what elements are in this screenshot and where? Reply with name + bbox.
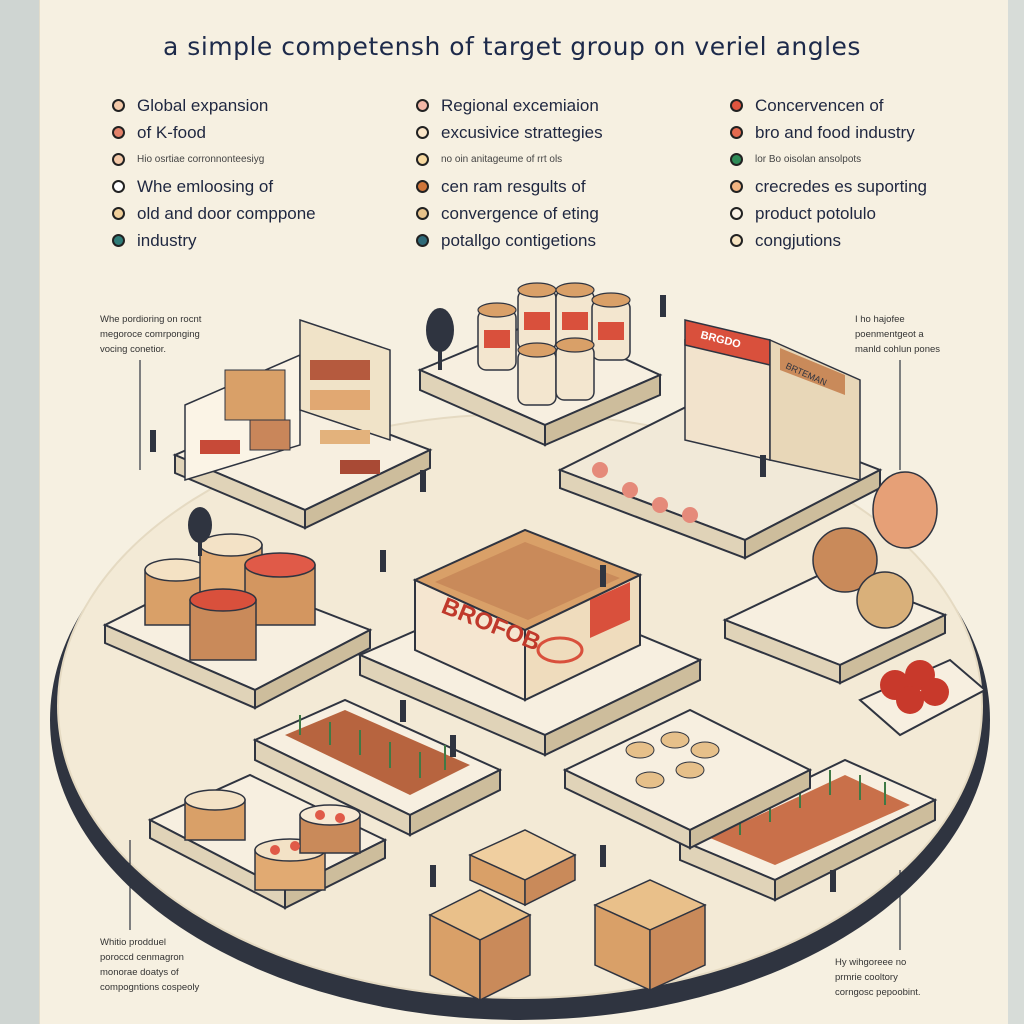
legend-bullet-icon [416, 126, 429, 139]
annotation-bottom-left: Whitio prodduel poroccd cenmagron monorae … [100, 935, 280, 995]
right-margin [1008, 0, 1024, 1024]
legend-item: lor Bo oisolan ansolpots [730, 146, 927, 173]
legend-item: Whe emloosing of [112, 173, 316, 200]
legend-label: cen ram resgults of [441, 176, 586, 196]
annotation-line: monorae doatys of [100, 967, 179, 978]
legend-label: Regional excemiaion [441, 95, 599, 115]
legend-item: congjutions [730, 227, 927, 254]
annotation-line: Whe pordioring on rocnt [100, 314, 202, 325]
legend-column-2: Regional excemiaion excusivice strattegie… [416, 92, 603, 254]
legend-bullet-icon [112, 207, 125, 220]
annotation-line: manld cohlun pones [855, 344, 941, 355]
legend-label: industry [137, 230, 197, 250]
legend-label: Global expansion [137, 95, 269, 115]
legend-label: Whe emloosing of [137, 176, 274, 196]
legend-bullet-icon [112, 180, 125, 193]
annotation-line: megoroce comrponging [100, 329, 200, 340]
legend-bullet-icon [416, 153, 429, 166]
legend-item: bro and food industry [730, 119, 927, 146]
jar-display-block [417, 282, 663, 447]
legend-label: Hio osrtiae corronnonteesiyg [137, 154, 265, 165]
annotation-bottom-right: Hy wihgoreee no prmrie cooltory corngosc p… [835, 955, 995, 1000]
legend-label: crecredes es suporting [755, 176, 927, 196]
legend-item: of K-food [112, 119, 316, 146]
annotation-line: Whitio prodduel [100, 937, 167, 948]
annotation-top-right: I ho hajofee poenmentgeot a manld cohlun p… [855, 312, 1005, 357]
annotation-top-left: Whe pordioring on rocnt megoroce comrpong… [100, 312, 290, 357]
poster-title: a simple competensh of target group on v… [163, 32, 861, 61]
legend-item: excusivice strattegies [416, 119, 603, 146]
legend-label: of K-food [137, 122, 206, 142]
legend-label: excusivice strattegies [441, 122, 603, 142]
legend-bullet-icon [730, 234, 743, 247]
legend-label: congjutions [755, 230, 842, 250]
legend-item: Hio osrtiae corronnonteesiyg [112, 146, 316, 173]
fruit-display-block [722, 471, 987, 737]
legend-item: cen ram resgults of [416, 173, 603, 200]
annotation-line: poenmentgeot a [855, 329, 924, 340]
legend-item: convergence of eting [416, 200, 603, 227]
legend-item: Concervencen of [730, 92, 927, 119]
legend-item: potallgo contigetions [416, 227, 603, 254]
shelf-display-block [172, 318, 433, 530]
legend-bullet-icon [416, 207, 429, 220]
legend-item: Global expansion [112, 92, 316, 119]
legend-item: old and door comppone [112, 200, 316, 227]
legend-label: Concervencen of [755, 95, 884, 115]
legend-item: Regional excemiaion [416, 92, 603, 119]
legend-item: product potolulo [730, 200, 927, 227]
kitchen-display-block [147, 773, 388, 910]
legend-bullet-icon [730, 126, 743, 139]
legend-column-3: Concervencen of bro and food industry lor … [730, 92, 927, 254]
storefront-block [557, 319, 883, 560]
annotation-leader-lines [129, 360, 901, 950]
legend-bullet-icon [112, 153, 125, 166]
legend-bullet-icon [416, 99, 429, 112]
annotation-line: poroccd cenmagron [100, 952, 184, 963]
legend-label: bro and food industry [755, 122, 915, 142]
legend-label: lor Bo oisolan ansolpots [755, 154, 862, 165]
annotation-line: vocing conetior. [100, 344, 167, 355]
annotation-line: corngosc pepoobint. [835, 987, 921, 998]
central-store-block [357, 528, 703, 757]
pastry-display-block [562, 708, 813, 850]
legend-item: industry [112, 227, 316, 254]
annotation-line: prmrie cooltory [835, 972, 898, 983]
legend-bullet-icon [416, 180, 429, 193]
legend-label: convergence of eting [441, 203, 599, 223]
legend-item: no oin anitageume of rrt ols [416, 146, 603, 173]
annotation-line: compogntions cospeoly [100, 982, 200, 993]
legend-bullet-icon [730, 153, 743, 166]
legend-bullet-icon [730, 99, 743, 112]
shipping-boxes [428, 829, 707, 1002]
legend-label: old and door comppone [137, 203, 316, 223]
drum-display-block [102, 533, 373, 710]
legend-item: crecredes es suporting [730, 173, 927, 200]
legend-bullet-icon [112, 234, 125, 247]
legend-bullet-icon [730, 180, 743, 193]
legend-bullet-icon [416, 234, 429, 247]
legend-label: potallgo contigetions [441, 230, 597, 250]
legend-label: product potolulo [755, 203, 876, 223]
garden-bed-left [252, 698, 503, 837]
legend-bullet-icon [112, 99, 125, 112]
legend-label: no oin anitageume of rrt ols [441, 154, 563, 165]
legend-bullet-icon [730, 207, 743, 220]
legend-bullet-icon [112, 126, 125, 139]
annotation-line: Hy wihgoreee no [835, 957, 907, 968]
annotation-line: I ho hajofee [855, 314, 905, 325]
trees [188, 308, 454, 556]
people [150, 295, 836, 892]
